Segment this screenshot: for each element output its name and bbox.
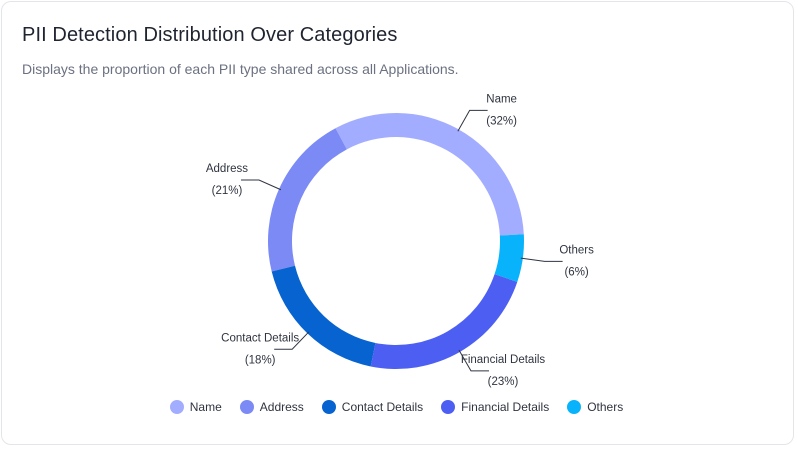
legend-swatch-others	[567, 400, 582, 414]
slice-value-contact-details: (18%)	[245, 354, 276, 366]
legend-swatch-contact-details	[321, 400, 336, 414]
legend-item-contact-details[interactable]: Contact Details	[321, 400, 424, 414]
slice-financial-details[interactable]	[370, 274, 518, 369]
leader-line-contact-details	[274, 331, 310, 350]
legend-label-contact-details: Contact Details	[341, 400, 424, 414]
donut-slices	[268, 112, 524, 369]
slice-value-name: (32%)	[486, 115, 517, 127]
legend-label-financial-details: Financial Details	[461, 400, 550, 414]
leader-line-others	[520, 257, 563, 262]
legend-item-financial-details[interactable]: Financial Details	[441, 400, 549, 414]
legend-label-address: Address	[259, 400, 304, 414]
slice-label-name: Name	[486, 93, 517, 105]
slice-others[interactable]	[494, 234, 524, 282]
slice-value-financial-details: (23%)	[488, 376, 519, 388]
legend-label-others: Others	[587, 400, 624, 414]
leader-line-address	[240, 179, 282, 191]
chart-title: PII Detection Distribution Over Categori…	[22, 24, 398, 46]
leader-line-financial-details	[458, 349, 489, 372]
legend-item-others[interactable]: Others	[567, 400, 623, 414]
slice-name[interactable]	[335, 112, 524, 236]
slice-address[interactable]	[268, 128, 347, 272]
slice-value-address: (21%)	[212, 185, 243, 197]
legend-item-address[interactable]: Address	[239, 400, 304, 414]
slice-label-financial-details: Financial Details	[461, 354, 546, 366]
chart-legend: Name Address Contact Details Financial Deta…	[0, 400, 793, 414]
legend-label-name: Name	[189, 400, 222, 414]
slice-value-others: (6%)	[564, 266, 588, 278]
leader-lines	[240, 109, 563, 372]
slice-labels: Name (32%) Address (21%) Contact Details (18%…	[206, 93, 594, 388]
slice-contact-details[interactable]	[271, 265, 376, 367]
chart-subtitle: Displays the proportion of each PII type…	[22, 61, 459, 77]
legend-swatch-name	[169, 400, 184, 414]
slice-label-others: Others	[559, 244, 594, 256]
leader-line-name	[457, 109, 488, 132]
slice-label-contact-details: Contact Details	[221, 332, 299, 344]
legend-item-name[interactable]: Name	[169, 400, 222, 414]
legend-swatch-address	[239, 400, 254, 414]
legend-swatch-financial-details	[441, 400, 456, 414]
slice-label-address: Address	[206, 163, 248, 175]
